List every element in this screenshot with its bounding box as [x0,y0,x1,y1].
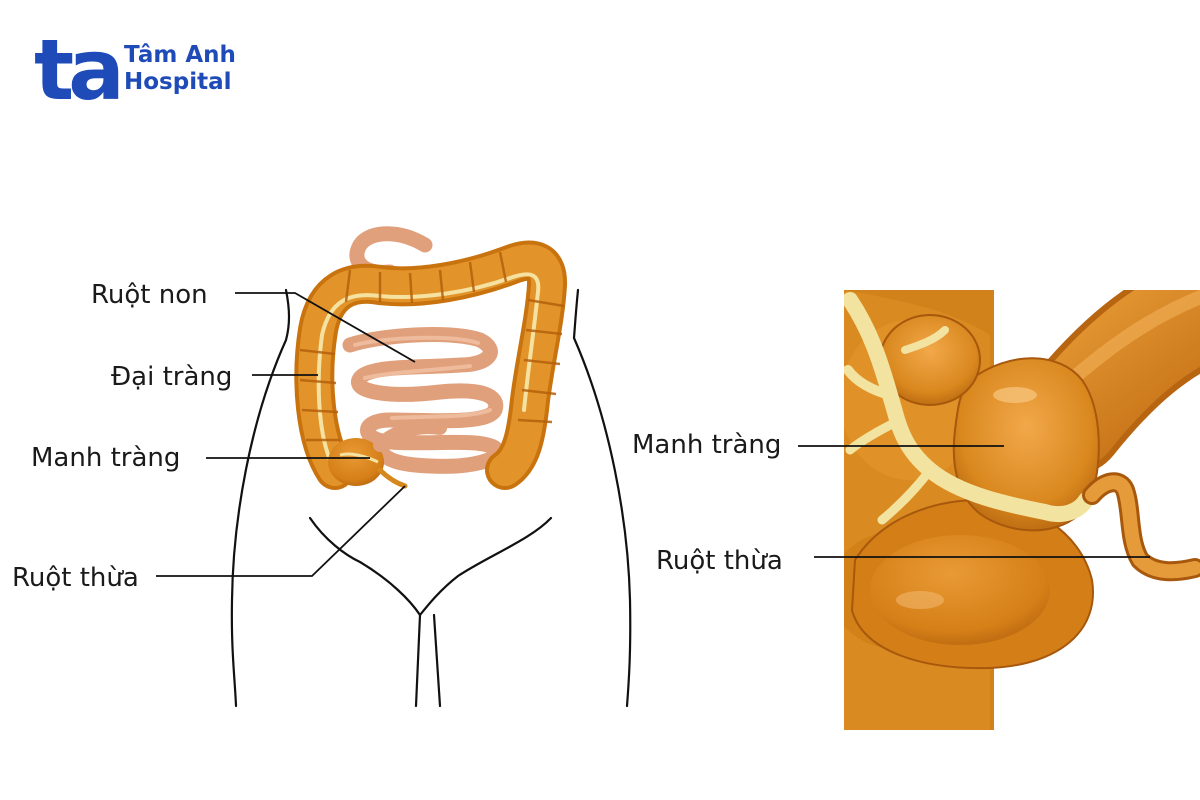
logo-line1: Tâm Anh [124,42,236,68]
logo-mark: ta [34,21,125,119]
cecum-left [328,438,384,486]
label-ruot-non: Ruột non [91,280,208,310]
leader-lines-right [798,445,1150,558]
logo-line2: Hospital [124,69,232,95]
zoomed-cecum [844,290,1200,730]
label-ruot-thua-left: Ruột thừa [12,563,139,593]
label-manh-trang-left: Manh tràng [31,443,181,473]
leader-lines-left [156,292,416,577]
label-dai-trang: Đại tràng [111,362,233,392]
body-outline [230,288,632,708]
logo-text: Tâm Anh Hospital [124,42,236,96]
appendix-left [377,467,408,489]
label-manh-trang-right: Manh tràng [632,430,782,460]
large-intestine [294,240,567,490]
label-ruot-thua-right: Ruột thừa [656,546,783,576]
